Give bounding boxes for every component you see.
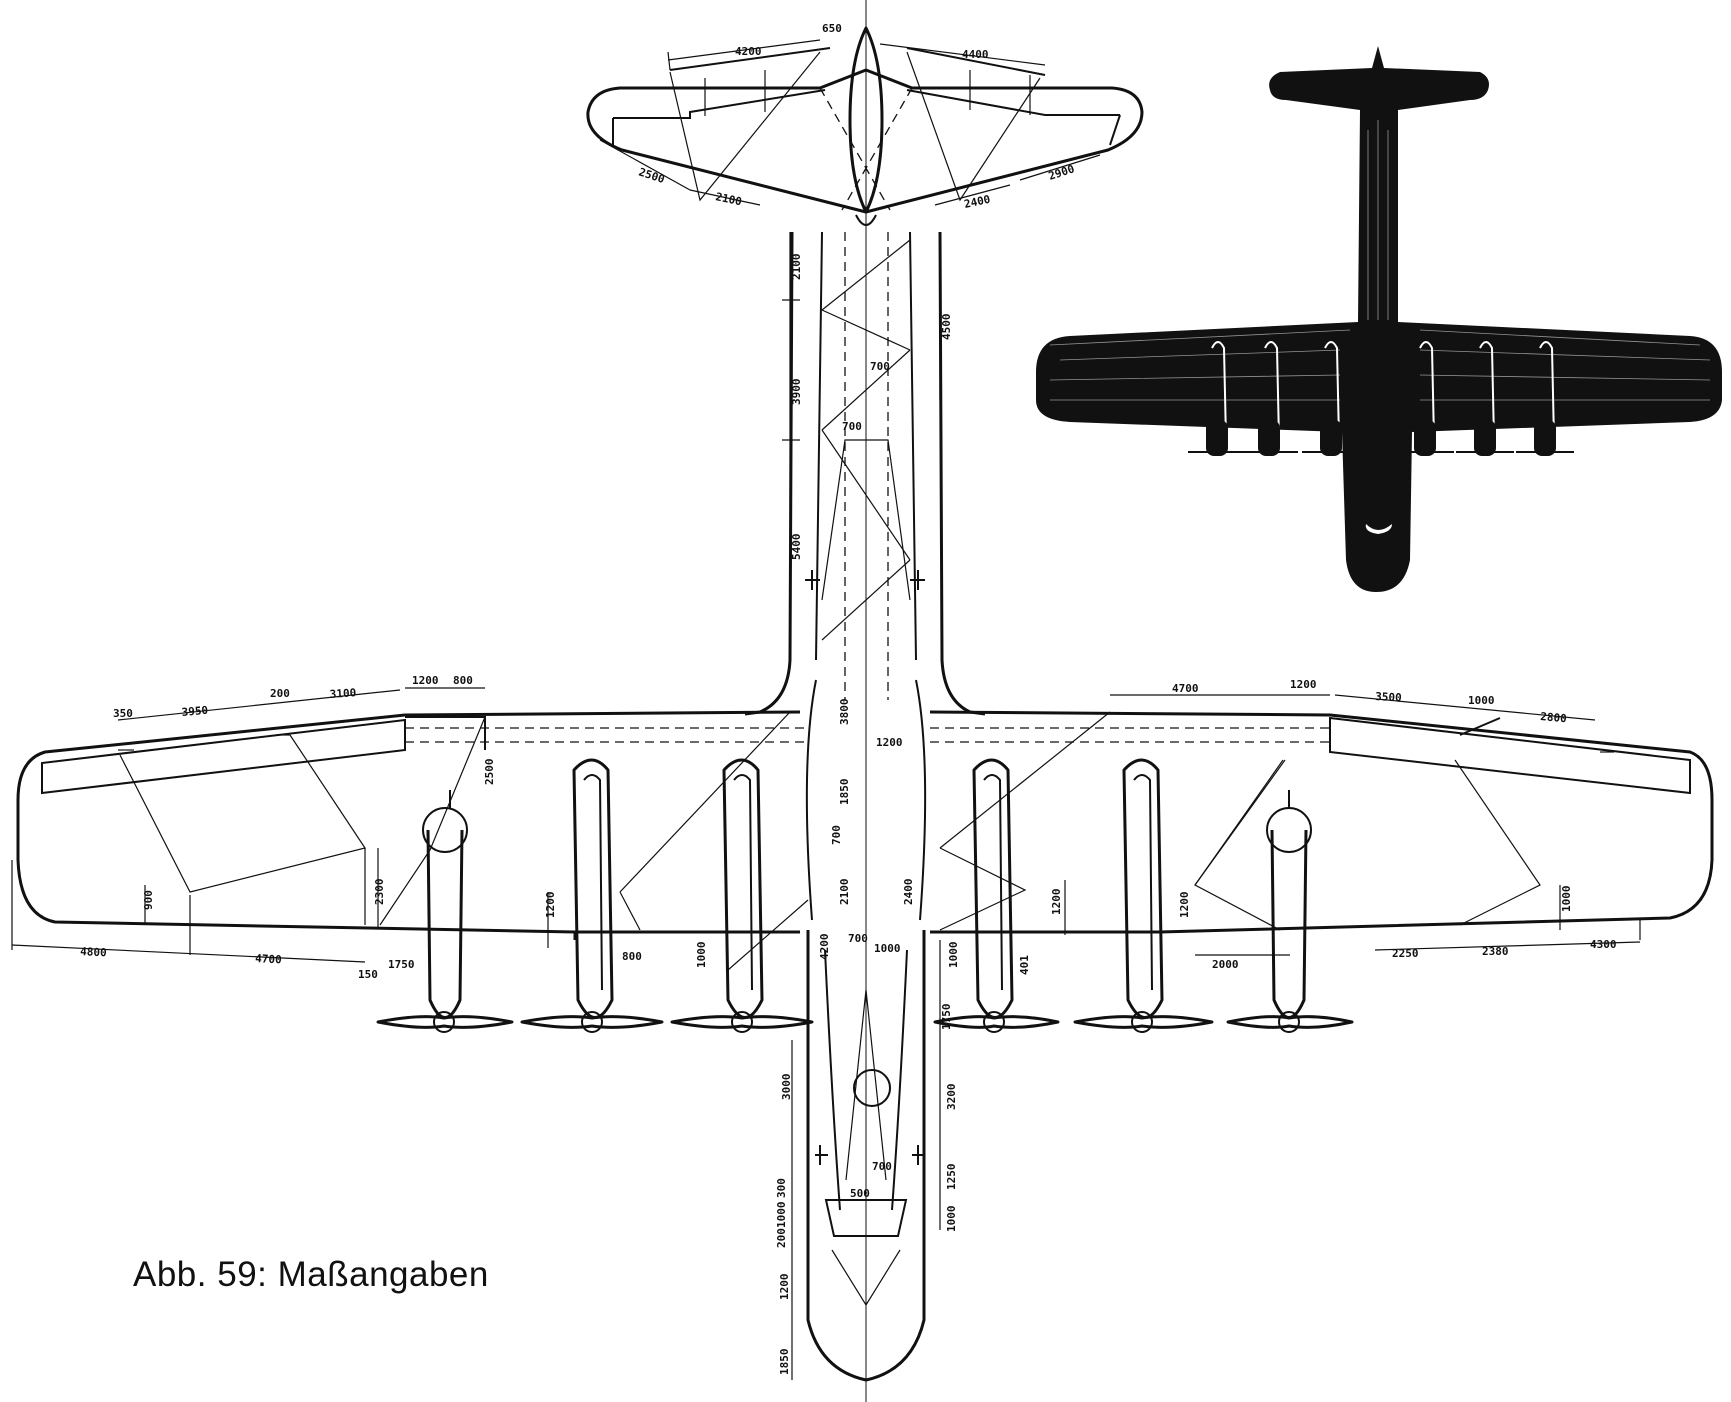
wing-dim-1000-l: 1000 (695, 942, 708, 969)
wing-dim-2380: 2380 (1482, 945, 1509, 958)
fuselage-dim-lines: 2100 3900 5400 4500 700 700 3800 1200 18… (782, 232, 953, 960)
wing-dim-2300: 2300 (373, 879, 386, 906)
rear-dim-1850: 1850 (778, 1349, 791, 1376)
fuselage-dim-2100b: 2100 (838, 879, 851, 906)
wing-dim-1200-rv: 1200 (1050, 889, 1063, 916)
wing-dim-800-b: 800 (622, 950, 642, 963)
wing-dim-150: 150 (358, 968, 378, 981)
fuselage-dim-3900: 3900 (790, 379, 803, 406)
wing-dim-1200: 1200 (412, 674, 439, 687)
fuselage-dim-1850: 1850 (838, 779, 851, 806)
wing-dim-1750: 1750 (388, 958, 415, 971)
tail-dim-4200: 4200 (735, 45, 762, 58)
horizontal-stabilizer (586, 26, 1144, 226)
fuselage-dim-700d: 700 (848, 932, 868, 945)
fuselage-dim-2400: 2400 (902, 879, 915, 906)
rear-fuselage-dim-lines: 1750 3000 3200 700 500 300 1000 1250 100… (775, 940, 958, 1380)
nacelle-right-outer (1226, 790, 1354, 1033)
tail-dim-2500: 2500 (637, 165, 666, 186)
wing-dim-3950: 3950 (181, 704, 209, 719)
fuselage-dim-1000: 1000 (874, 942, 901, 955)
fuselage-dim-3800: 3800 (838, 699, 851, 726)
wing-dim-2800: 2800 (1540, 710, 1568, 725)
nacelle-left-middle (520, 758, 664, 1033)
wing-dim-401: 401 (1018, 955, 1031, 975)
wing-dim-1000-rv: 1000 (947, 942, 960, 969)
nacelle-left-outer (376, 790, 514, 1033)
wing-dim-900: 900 (142, 890, 155, 910)
rear-dim-1000a: 1000 (775, 1202, 788, 1229)
nacelle-right-middle (1073, 758, 1214, 1033)
wing-dim-4700-l: 4700 (255, 952, 282, 966)
rear-dim-3200: 3200 (945, 1084, 958, 1111)
tail-dim-2400: 2400 (963, 193, 992, 211)
wing-dim-4300: 4300 (1590, 938, 1617, 951)
fuselage-dim-1200: 1200 (876, 736, 903, 749)
fuselage-dim-5400: 5400 (790, 534, 803, 561)
wing-dim-350: 350 (113, 707, 133, 720)
wing-construction-lines (379, 711, 1286, 971)
wing-dim-1200-l: 1200 (544, 892, 557, 919)
wing-dim-800: 800 (453, 674, 473, 687)
fuselage-dim-700b: 700 (842, 420, 862, 433)
rear-dim-200: 200 (775, 1228, 788, 1248)
rear-dim-1750: 1750 (940, 1004, 953, 1031)
tail-dim-650: 650 (822, 22, 842, 35)
wing-dim-2250: 2250 (1392, 947, 1419, 960)
wing-dim-1000-t: 1000 (1468, 694, 1495, 707)
tail-dim-4400: 4400 (962, 48, 989, 61)
fuselage-dim-4500: 4500 (940, 314, 953, 341)
wing-dim-2500: 2500 (483, 759, 496, 786)
wing-dim-3500: 3500 (1375, 690, 1402, 704)
rear-dim-700: 700 (872, 1160, 892, 1173)
wing-dim-3100: 3100 (329, 686, 356, 701)
figure-caption: Abb. 59: Maßangaben (133, 1255, 489, 1294)
rear-dim-3000: 3000 (780, 1074, 793, 1101)
rear-dim-300: 300 (775, 1178, 788, 1198)
fuselage-dim-4200: 4200 (818, 934, 831, 961)
fuselage-dim-700c: 700 (830, 825, 843, 845)
aircraft-silhouette (1036, 46, 1722, 592)
nacelle-left-inner (670, 758, 814, 1033)
wing-dim-lines: 350 3950 200 3100 1200 800 2500 2300 900… (11, 674, 1641, 981)
fuselage-dim-2100: 2100 (790, 254, 803, 281)
wing-dim-4800: 4800 (80, 945, 107, 959)
fuselage-dim-700a: 700 (870, 360, 890, 373)
nacelle-right-inner (933, 758, 1060, 1033)
wing-dim-4700-r: 4700 (1172, 682, 1199, 695)
wing-dim-1200-rv2: 1200 (1178, 892, 1191, 919)
wing-dim-1000-rv2: 1000 (1560, 886, 1573, 913)
wing-dim-200: 200 (270, 687, 290, 700)
rear-dim-500: 500 (850, 1187, 870, 1200)
engine-nacelles (376, 758, 1354, 1033)
wing-dim-2000: 2000 (1212, 958, 1239, 971)
tail-dim-2100: 2100 (714, 190, 743, 208)
wing (16, 679, 1714, 940)
rear-dim-1000b: 1000 (945, 1206, 958, 1233)
wing-dim-1200-r: 1200 (1290, 678, 1317, 691)
rear-dim-1200: 1200 (778, 1274, 791, 1301)
rear-dim-1250: 1250 (945, 1164, 958, 1191)
